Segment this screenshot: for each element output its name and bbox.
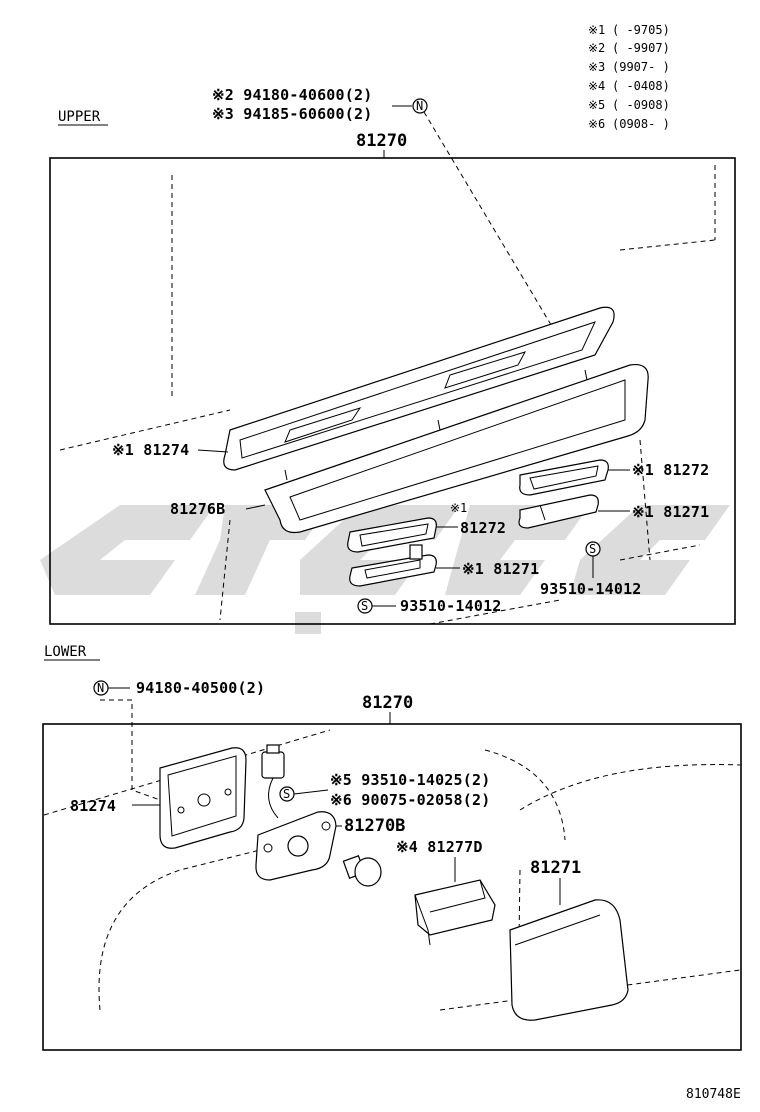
label-screw-5: ※5 93510-14025(2) [330,771,490,789]
legend-mark-5: ※5 [588,98,605,112]
lower-screw-symbol: S [283,787,290,801]
lens-81272-mid-shape [347,517,437,553]
upper-frame [49,157,736,625]
label-screw-6: ※6 90075-02058(2) [330,791,490,809]
label-81274-upper: ※1 81274 [112,441,189,459]
socket-81271-right-shape [518,494,599,529]
upper-bolt-a-label: ※2 94180-40600(2) [212,86,372,104]
legend-range-3: (9907- ) [612,60,670,74]
legend-range-1: ( -9705) [612,23,670,37]
label-81276b: 81276B [170,500,225,518]
legend-range-5: ( -0908) [612,98,670,112]
label-81270b: 81270B [344,816,405,836]
cover-81271-shape [509,899,629,1021]
label-81271-mid: ※1 81271 [462,560,539,578]
legend-mark-3: ※3 [588,60,605,74]
upper-screw-symbol-right: S [589,542,596,556]
lower-nut-symbol: N [97,681,104,695]
upper-section-label: UPPER [58,109,101,125]
upper-assembly-label: 81270 [356,131,407,151]
bulb-shape [342,855,382,887]
label-81271-lower: 81271 [530,858,581,878]
legend-mark-4: ※4 [588,79,605,93]
legend-mark-1: ※1 [588,23,605,37]
diagram-code: 810748E [686,1087,741,1102]
label-screw-right: 93510-14012 [540,580,642,598]
label-lower-nut: 94180-40500(2) [136,679,265,697]
lower-section-label: LOWER [44,644,87,660]
upper-screw-symbol-mid: S [361,599,368,613]
housing-81276b-shape [264,363,649,534]
legend: ※1 ( -9705) ※2 ( -9907) ※3 (9907- ) ※4 (… [588,23,670,131]
socket-81270b-shape [255,744,337,881]
label-81272-mid: 81272 [460,519,506,537]
upper-bolt-b-label: ※3 94185-60600(2) [212,105,372,123]
legend-range-6: (0908- ) [612,117,670,131]
label-81271-right: ※1 81271 [632,503,709,521]
legend-range-2: ( -9907) [612,41,670,55]
label-81274-lower: 81274 [70,797,116,815]
bracket-81277d-shape [414,879,496,946]
garnish-81274-shape [223,306,615,471]
lower-assembly-label: 81270 [362,693,413,713]
plate-81274-lower-shape [159,747,247,849]
lens-81272-right-shape [519,459,609,496]
label-81272-mid-mark: ※1 [450,501,467,515]
label-81277d: ※4 81277D [396,838,483,856]
lower-frame [42,723,742,1051]
label-81272-right: ※1 81272 [632,461,709,479]
socket-81271-mid-shape [349,544,437,587]
legend-mark-6: ※6 [588,117,605,131]
label-screw-mid: 93510-14012 [400,597,502,615]
upper-nut-symbol: N [416,99,423,113]
legend-range-4: ( -0408) [612,79,670,93]
upper-nut-icon [412,98,428,114]
legend-mark-2: ※2 [588,41,605,55]
